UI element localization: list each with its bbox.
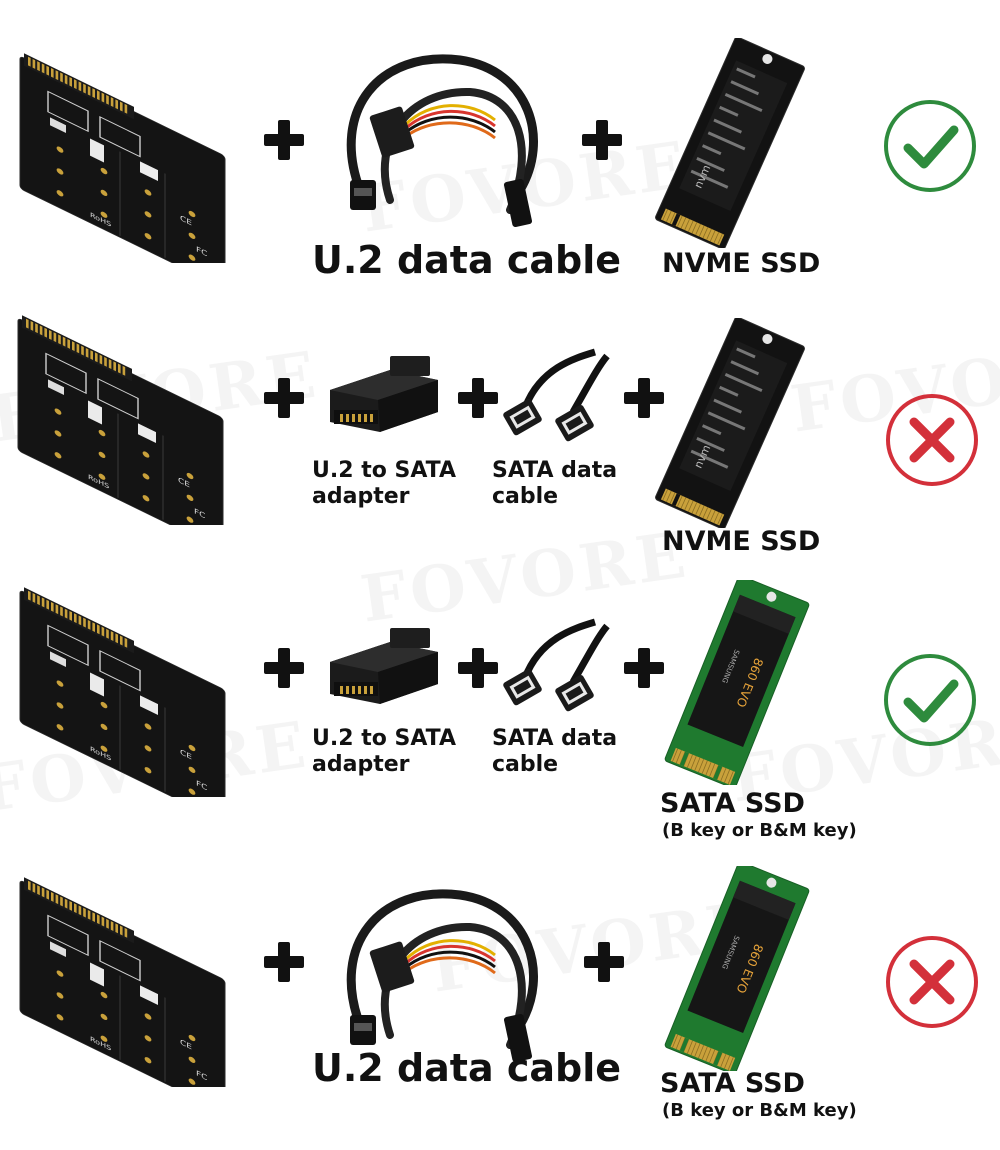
svg-text:CE: CE: [180, 1038, 192, 1052]
sata-cable-label-2: cable: [492, 752, 559, 777]
adapter-label-2: adapter: [312, 752, 410, 777]
ssd-sub-label: (B key or B&M key): [662, 820, 857, 841]
sata-cable-label-2: cable: [492, 484, 559, 509]
plus-icon: [262, 646, 306, 690]
sata-data-cable-image: [495, 348, 610, 448]
svg-text:FC: FC: [196, 245, 207, 259]
nvme-ssd-image: nvm: [640, 316, 820, 530]
cross-icon: [882, 932, 982, 1032]
u2-data-cable-image: [320, 865, 560, 1065]
svg-text:FC: FC: [196, 779, 207, 793]
ssd-label: SATA SSD: [660, 1068, 805, 1099]
ssd-label: SATA SSD: [660, 788, 805, 819]
svg-text:FC: FC: [196, 1069, 207, 1083]
plus-icon: [580, 118, 624, 162]
plus-icon: [262, 118, 306, 162]
sata-cable-label-1: SATA data: [492, 458, 618, 483]
check-icon: [880, 650, 980, 750]
check-icon: [880, 96, 980, 196]
plus-icon: [582, 940, 626, 984]
u2-to-sata-adapter-image: [320, 350, 445, 445]
ssd-sub-label: (B key or B&M key): [662, 1100, 857, 1121]
u2-cable-label: U.2 data cable: [312, 238, 622, 282]
plus-icon: [262, 940, 306, 984]
plus-icon: [622, 646, 666, 690]
adapter-label-2: adapter: [312, 484, 410, 509]
svg-text:CE: CE: [180, 748, 192, 762]
svg-text:CE: CE: [178, 476, 190, 490]
adapter-label-1: U.2 to SATA: [312, 726, 456, 751]
u2-to-sata-adapter-image: [320, 622, 445, 717]
ssd-label: NVME SSD: [662, 526, 821, 557]
plus-icon: [456, 646, 500, 690]
sata-data-cable-image: [495, 618, 610, 718]
plus-icon: [622, 376, 666, 420]
ssd-label: NVME SSD: [662, 248, 821, 279]
plus-icon: [456, 376, 500, 420]
nvme-ssd-image: nvm: [640, 36, 820, 250]
sata-cable-label-1: SATA data: [492, 726, 618, 751]
plus-icon: [262, 376, 306, 420]
u2-cable-label: U.2 data cable: [312, 1046, 622, 1090]
adapter-label-1: U.2 to SATA: [312, 458, 456, 483]
cross-icon: [882, 390, 982, 490]
svg-text:FC: FC: [194, 507, 205, 521]
svg-text:CE: CE: [180, 214, 192, 228]
u2-data-cable-image: [320, 30, 560, 240]
